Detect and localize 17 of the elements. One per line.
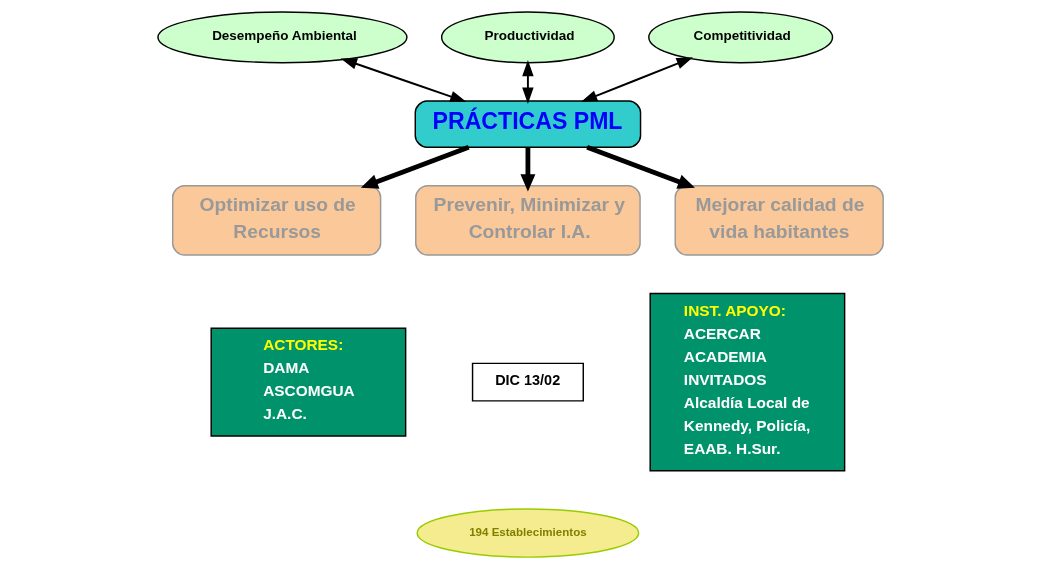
node-box: Prevenir, Minimizar y Controlar I.A. <box>414 185 641 256</box>
node-box: DIC 13/02 <box>471 362 584 402</box>
arrow <box>580 57 693 103</box>
node-ellipse: Desempeño Ambiental <box>156 11 408 64</box>
arrow <box>585 145 695 189</box>
arrow <box>360 145 470 189</box>
arrow <box>519 147 535 192</box>
node-box: Mejorar calidad de vida habitantes <box>674 185 884 256</box>
node-ellipse: 194 Establecimientos <box>415 508 639 558</box>
node-ellipse: Competitividad <box>647 11 833 64</box>
arrow <box>521 59 534 104</box>
arrow <box>340 58 467 103</box>
node-ellipse: Productividad <box>440 11 615 64</box>
node-box: PRÁCTICAS PML <box>414 100 641 148</box>
node-box: Optimizar uso de Recursos <box>171 185 381 256</box>
node-box: ACTORES: DAMA ASCOMGUA J.A.C. <box>209 327 406 437</box>
node-box: INST. APOYO: ACERCAR ACADEMIA INVITADOS Alcaldía Local de Kennedy, Policía, EAAB. H.Sur. <box>648 292 845 472</box>
